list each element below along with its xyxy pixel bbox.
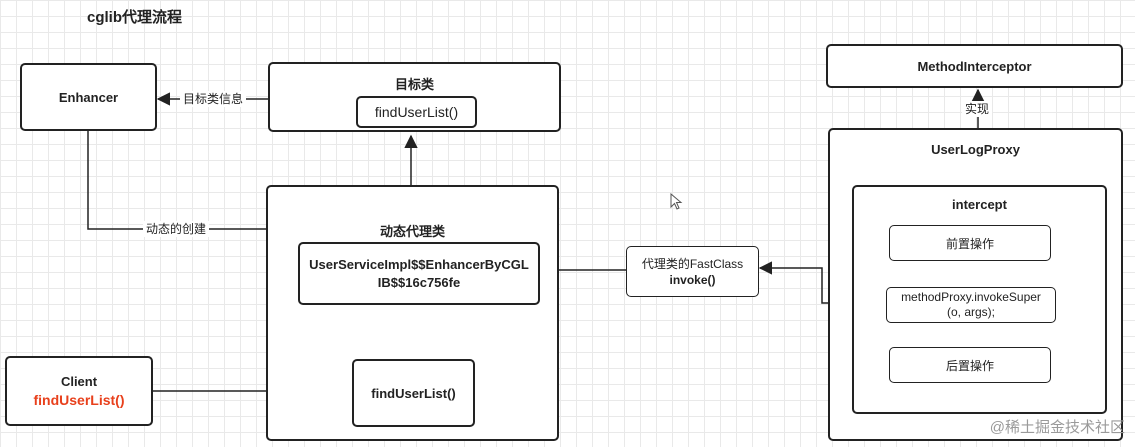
dynamic-proxy-class-label: 动态代理类 [379,224,445,239]
intercept-label: intercept [952,197,1007,212]
enhancer-node: Enhancer [20,63,157,131]
fastclass-node: 代理类的FastClass invoke() [626,246,759,297]
user-log-proxy-label: UserLogProxy [931,142,1020,157]
proxy-class-name-box: UserServiceImpl$$EnhancerByCGLIB$$16c756… [298,242,540,305]
invoke-super-label: methodProxy.invokeSuper(o, args); [901,290,1041,319]
target-method-label: findUserList() [374,104,459,120]
edge-label-dynamic-create: 动态的创建 [143,221,210,237]
proxy-class-name-label: UserServiceImpl$$EnhancerByCGLIB$$16c756… [309,256,529,290]
method-interceptor-node: MethodInterceptor [826,44,1123,88]
post-op-label: 后置操作 [945,358,994,373]
edge-label-implements: 实现 [962,101,993,117]
post-op-box: 后置操作 [889,347,1051,383]
client-label: Client [60,374,98,389]
client-call-label: findUserList() [33,392,125,408]
client-node: Client findUserList() [5,356,153,426]
proxy-method-label: findUserList() [371,385,456,401]
target-class-node: 目标类 findUserList() [268,62,561,132]
proxy-method-box: findUserList() [352,359,475,427]
invoke-super-box: methodProxy.invokeSuper(o, args); [886,287,1056,323]
pre-op-label: 前置操作 [945,236,994,251]
diagram-title: cglib代理流程 [87,9,183,26]
watermark: @稀土掘金技术社区 [989,419,1125,436]
method-interceptor-label: MethodInterceptor [917,58,1032,74]
target-method-box: findUserList() [356,96,477,128]
edge-label-target-info: 目标类信息 [180,91,247,107]
fastclass-invoke-label: invoke() [669,272,716,287]
enhancer-label: Enhancer [58,89,119,105]
intercept-box: intercept 前置操作 methodProxy.invokeSuper(o… [852,185,1107,414]
user-log-proxy-node: UserLogProxy intercept 前置操作 methodProxy.… [828,128,1123,441]
pre-op-box: 前置操作 [889,225,1051,261]
dynamic-proxy-class-node: 动态代理类 UserServiceImpl$$EnhancerByCGLIB$$… [266,185,559,441]
target-class-label: 目标类 [394,77,434,92]
fastclass-label: 代理类的FastClass [641,256,744,271]
mouse-cursor-icon [670,193,683,210]
